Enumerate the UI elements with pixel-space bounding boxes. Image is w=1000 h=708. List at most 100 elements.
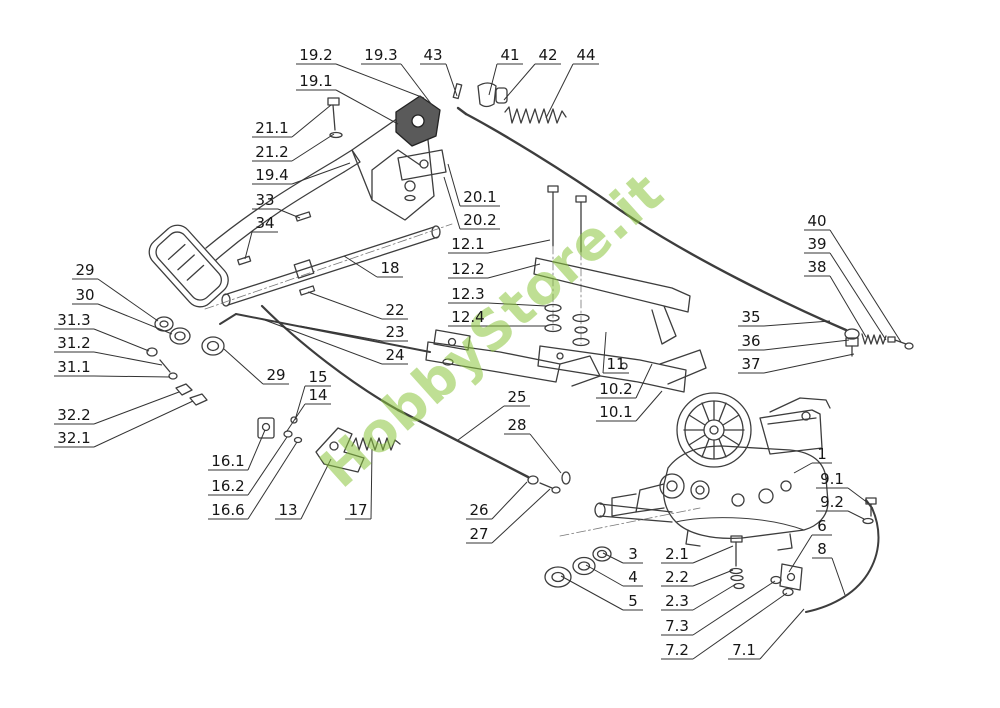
part-label-31.1: 31.1 — [57, 358, 91, 376]
leader-line — [487, 263, 541, 279]
part-label-12.2: 12.2 — [451, 260, 485, 278]
leader-line — [277, 208, 301, 219]
part-label-35: 35 — [741, 308, 761, 326]
leader-line — [443, 176, 461, 230]
part-label-8: 8 — [817, 540, 827, 558]
leader-line — [300, 458, 332, 520]
leader-line — [261, 318, 383, 365]
part-label-21.2: 21.2 — [255, 143, 289, 161]
part-label-7.3: 7.3 — [665, 617, 689, 635]
leader-line — [602, 331, 607, 374]
part-label-41: 41 — [500, 46, 520, 64]
leader-line — [545, 63, 574, 119]
bushing-cluster — [146, 316, 225, 406]
cross-shaft — [204, 211, 453, 353]
part-label-2.2: 2.2 — [665, 568, 689, 586]
part-label-38: 38 — [807, 258, 827, 276]
part-label-29: 29 — [75, 261, 95, 279]
axle-washers — [544, 546, 612, 588]
leader-line — [788, 534, 813, 573]
leader-line — [692, 592, 788, 660]
part-label-19.3: 19.3 — [364, 46, 398, 64]
part-label-7.2: 7.2 — [665, 641, 689, 659]
leader-line — [291, 104, 332, 138]
part-label-2.3: 2.3 — [665, 592, 689, 610]
leader-line — [445, 63, 458, 97]
part-label-16.2: 16.2 — [211, 477, 245, 495]
part-label-15: 15 — [308, 368, 328, 386]
part-label-40: 40 — [807, 212, 827, 230]
part-label-29: 29 — [266, 366, 286, 384]
part-label-42: 42 — [538, 46, 558, 64]
part-label-33: 33 — [255, 191, 275, 209]
part-label-37: 37 — [741, 355, 761, 373]
leader-line — [829, 229, 902, 343]
leader-line — [831, 557, 846, 596]
part-label-10.2: 10.2 — [599, 380, 633, 398]
leader-line — [93, 328, 150, 352]
leader-line — [343, 255, 378, 278]
part-label-1: 1 — [817, 445, 827, 463]
leader-line — [560, 575, 624, 611]
tension-spring — [504, 106, 567, 124]
part-label-3: 3 — [628, 545, 638, 563]
part-label-14: 14 — [308, 386, 328, 404]
leader-line — [763, 339, 850, 351]
leader-line — [299, 325, 383, 342]
mounting-brackets — [425, 185, 707, 393]
part-label-39: 39 — [807, 235, 827, 253]
leader-line — [93, 391, 180, 425]
part-label-20.2: 20.2 — [463, 211, 497, 229]
part-label-22: 22 — [385, 301, 405, 319]
part-label-5: 5 — [628, 592, 638, 610]
part-label-9.2: 9.2 — [820, 493, 844, 511]
part-label-12.3: 12.3 — [451, 285, 485, 303]
part-label-7.1: 7.1 — [732, 641, 756, 659]
leader-line — [93, 351, 163, 366]
leader-line — [829, 275, 867, 338]
leader-line — [793, 462, 813, 474]
leader-line — [93, 375, 171, 378]
part-label-16.6: 16.6 — [211, 501, 245, 519]
leader-lines — [54, 63, 902, 660]
leader-line — [503, 63, 536, 101]
part-label-27: 27 — [469, 525, 489, 543]
part-label-30: 30 — [75, 286, 95, 304]
bellcrank-assembly — [257, 416, 401, 473]
brake-rod — [260, 304, 571, 494]
transaxle — [559, 392, 831, 551]
leader-line — [294, 385, 306, 421]
leader-line — [93, 400, 194, 448]
leader-line — [585, 564, 624, 587]
leader-line — [692, 569, 734, 587]
part-label-43: 43 — [423, 46, 443, 64]
part-label-26: 26 — [469, 501, 489, 519]
leader-line — [488, 63, 498, 96]
leader-line — [370, 448, 373, 520]
leader-line — [763, 353, 855, 374]
part-label-16.1: 16.1 — [211, 452, 245, 470]
leader-line — [291, 162, 351, 185]
part-label-12.4: 12.4 — [451, 308, 485, 326]
leader-line — [759, 608, 805, 660]
lower-fasteners — [729, 497, 877, 597]
leader-line — [335, 89, 399, 125]
long-control-rod — [456, 106, 914, 357]
part-label-10.1: 10.1 — [599, 403, 633, 421]
pedal-arm — [205, 149, 361, 261]
leader-line — [447, 163, 461, 207]
part-label-24: 24 — [385, 346, 405, 364]
part-label-18: 18 — [380, 259, 400, 277]
part-label-19.4: 19.4 — [255, 166, 289, 184]
leader-line — [529, 433, 562, 474]
part-label-19.1: 19.1 — [299, 72, 333, 90]
part-label-31.3: 31.3 — [57, 311, 91, 329]
leader-line — [97, 303, 173, 335]
leader-line — [602, 552, 624, 564]
bent-rod — [805, 499, 880, 613]
leader-line — [847, 510, 865, 520]
leader-line — [335, 63, 425, 99]
leader-line — [487, 302, 547, 307]
